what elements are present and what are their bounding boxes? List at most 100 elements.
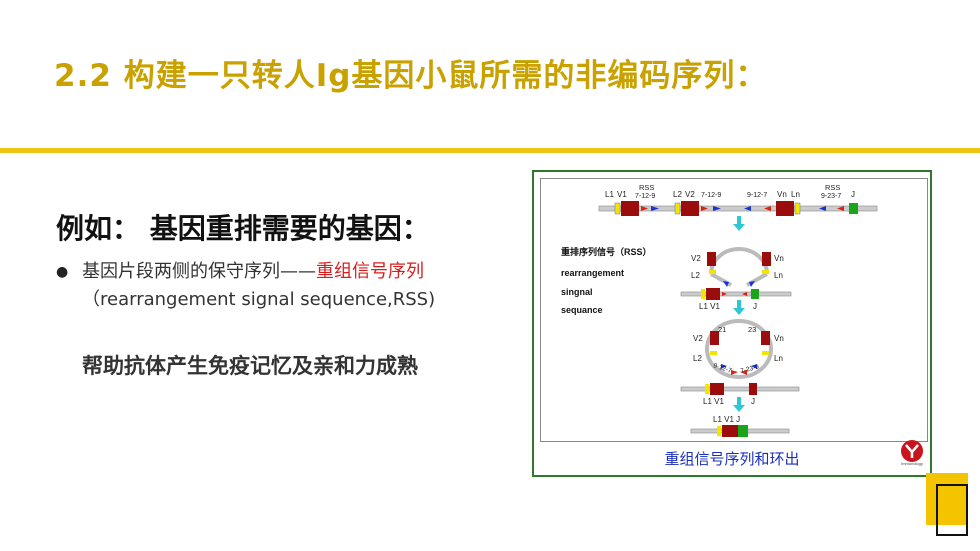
- step-arrow-icon: [733, 308, 745, 315]
- row6-v1: [722, 425, 738, 437]
- legend-cn: 重排序列信号（RSS）: [561, 246, 652, 257]
- row6-label: L1 V1 J: [713, 415, 740, 424]
- rss-heptamer-icon: [701, 206, 708, 211]
- row3-j: [751, 289, 759, 299]
- loop1-ln-segment: [762, 270, 769, 274]
- bullet-suffix: （rearrangement signal sequence,RSS): [82, 289, 436, 310]
- v2-segment: [681, 201, 699, 216]
- label-spacer-b: 9-12-7: [747, 192, 767, 199]
- rss-nonamer-icon: [723, 281, 729, 287]
- vn-segment: [776, 201, 794, 216]
- bullet-text: 基因片段两侧的保守序列——重组信号序列 （rearrangement signal…: [82, 258, 486, 314]
- loop1-label-vn: Vn: [774, 254, 784, 263]
- immunology-logo-icon: Immunology: [901, 440, 923, 466]
- row3-label-l1v1: L1 V1: [699, 302, 720, 311]
- row3-label-j: J: [753, 302, 757, 311]
- slide-title: 2.2 构建一只转人Ig基因小鼠所需的非编码序列：: [54, 58, 768, 94]
- rss-heptamer-icon: [722, 292, 727, 296]
- loop2-l2-segment: [710, 351, 717, 355]
- rss-diagram: L1 V1 RSS 7-12-9 L2 V2 7-12-9 9-12-7 Vn …: [561, 183, 878, 437]
- loop2-v2-segment: [710, 331, 719, 345]
- label-rss-left: RSS: [639, 183, 654, 192]
- label-rss-right: RSS: [825, 183, 840, 192]
- loop2-label-23: 23: [748, 325, 756, 334]
- rss-heptamer-icon: [837, 206, 844, 211]
- ln-segment: [794, 202, 801, 215]
- v1-segment: [621, 201, 639, 216]
- label-j: J: [851, 190, 855, 199]
- rss-heptamer-icon: [764, 206, 771, 211]
- legend-en-2: singnal: [561, 287, 593, 297]
- rss-nonamer-icon: [721, 364, 727, 369]
- label-vn: Vn: [777, 190, 787, 199]
- row5-dna-strand: [680, 386, 800, 392]
- l2-segment: [674, 202, 681, 215]
- rss-nonamer-icon: [751, 364, 757, 369]
- label-rss-right-spacer: 9-23-7: [821, 193, 841, 200]
- label-l2: L2: [673, 190, 682, 199]
- label-l1v1: L1: [605, 190, 614, 199]
- loop1-label-l2: L2: [691, 271, 700, 280]
- section-subtitle: 例如： 基因重排需要的基因：: [56, 212, 430, 245]
- row6-l1: [717, 426, 721, 436]
- label-v1: V1: [617, 190, 627, 199]
- rss-nonamer-icon: [749, 281, 755, 287]
- row5-v1: [710, 383, 724, 395]
- label-spacer-a: 7-12-9: [701, 192, 721, 199]
- row5-label-l1v1: L1 V1: [703, 397, 724, 406]
- loop2-label-l2: L2: [693, 354, 702, 363]
- step-arrow-icon: [737, 300, 741, 308]
- emphasis-text: 帮助抗体产生免疫记忆及亲和力成熟: [82, 354, 418, 378]
- row6-j: [738, 425, 748, 437]
- corner-decoration-fill: [926, 473, 968, 525]
- rss-nonamer-icon: [819, 206, 826, 211]
- logo-text: Immunology: [901, 461, 923, 466]
- rss-figure: L1 V1 RSS 7-12-9 L2 V2 7-12-9 9-12-7 Vn …: [532, 170, 932, 477]
- step-arrow-icon: [733, 224, 745, 231]
- rss-nonamer-icon: [744, 206, 751, 211]
- bullet-item: ● 基因片段两侧的保守序列——重组信号序列 （rearrangement sign…: [56, 258, 486, 314]
- bullet-highlight: 重组信号序列: [316, 261, 424, 282]
- row5-l1: [705, 384, 709, 394]
- rss-nonamer-icon: [713, 206, 721, 211]
- rss-heptamer-icon: [641, 206, 648, 211]
- loop2-vn-segment: [761, 331, 770, 345]
- rss-nonamer-icon: [651, 206, 659, 211]
- row3-dna-strand: [680, 291, 792, 297]
- loop-1-stem: [710, 272, 768, 287]
- rss-diagram-frame: L1 V1 RSS 7-12-9 L2 V2 7-12-9 9-12-7 Vn …: [540, 178, 928, 442]
- label-rss-left-spacer: 7-12-9: [635, 193, 655, 200]
- loop2-label-v2: V2: [693, 334, 703, 343]
- loop2-label-21: 21: [718, 325, 726, 334]
- label-ln: Ln: [791, 190, 800, 199]
- j-segment: [849, 203, 858, 214]
- loop-1-dna: [709, 247, 769, 275]
- loop1-label-ln: Ln: [774, 271, 783, 280]
- loop2-label-vn: Vn: [774, 334, 784, 343]
- step-arrow-icon: [733, 405, 745, 412]
- bullet-prefix: 基因片段两侧的保守序列——: [82, 261, 316, 282]
- corner-decoration-outline: [936, 484, 968, 536]
- loop2-label-ln: Ln: [774, 354, 783, 363]
- rss-heptamer-icon: [731, 370, 738, 375]
- l1-segment: [614, 202, 621, 215]
- label-v2: V2: [685, 190, 695, 199]
- loop1-v2-segment: [707, 252, 716, 266]
- row3-v1: [706, 288, 720, 300]
- rss-heptamer-icon: [742, 292, 747, 296]
- row5-j: [749, 383, 757, 395]
- loop1-label-v2: V2: [691, 254, 701, 263]
- legend-en-3: sequance: [561, 305, 603, 315]
- figure-caption: 重组信号序列和环出: [664, 450, 800, 468]
- bullet-dot-icon: ●: [56, 264, 69, 280]
- loop1-l2-segment: [709, 270, 716, 274]
- germline-dna-strand: [598, 205, 878, 212]
- row3-l1: [701, 289, 705, 299]
- legend-en-1: rearrangement: [561, 268, 624, 278]
- rss-heptamer-icon: [740, 370, 747, 375]
- step-arrow-icon: [737, 397, 741, 405]
- loop-2-dna: [705, 319, 773, 379]
- loop1-vn-segment: [762, 252, 771, 266]
- loop2-label-b: 7-23-9: [740, 364, 760, 375]
- loop2-ln-segment: [762, 351, 769, 355]
